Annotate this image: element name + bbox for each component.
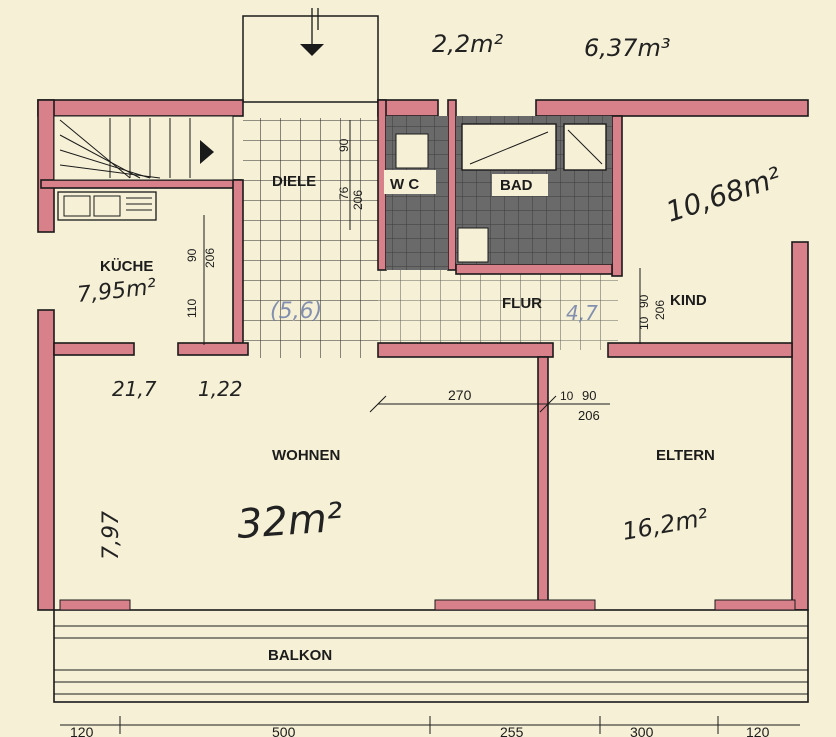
area-bad: 6,37m³: [584, 34, 670, 62]
kitchen-stair: [53, 115, 234, 181]
dim-bottom-0: 120: [70, 724, 94, 737]
dim-bottom-4: 120: [746, 724, 770, 737]
dim-kind-206: 206: [653, 300, 667, 320]
walls: [37, 99, 809, 611]
dim-wc-90: 90: [337, 138, 351, 152]
note-below-kitchen-b: 1,22: [198, 377, 243, 401]
dim-door-c: 206: [578, 408, 600, 423]
flur-floor: [378, 270, 618, 350]
balkon: [53, 599, 809, 703]
room-label-eltern: ELTERN: [656, 447, 715, 464]
area-kueche: 7,95m²: [76, 275, 158, 308]
room-label-wc: W C: [390, 176, 419, 193]
bad-sink: [457, 227, 489, 263]
dim-kitchen-206: 206: [203, 248, 217, 268]
room-label-flur: FLUR: [502, 295, 542, 312]
dim-wohnen-width: 270: [448, 387, 472, 403]
room-label-kind: KIND: [670, 292, 707, 309]
dim-wc-206: 206: [351, 190, 365, 210]
room-label-kueche: KÜCHE: [100, 258, 153, 275]
bathtub: [461, 123, 557, 171]
note-below-kitchen-a: 21,7: [112, 377, 157, 401]
area-diele-flur: (5,6): [270, 299, 322, 324]
note-flur-right: 4,7: [566, 301, 598, 325]
bad-label-bg: [492, 174, 548, 196]
dim-bottom-2: 255: [500, 724, 524, 737]
area-eltern: 16,2m²: [620, 503, 710, 546]
kitchen-counter: [57, 191, 157, 221]
dim-bottom-1: 500: [272, 724, 296, 737]
dim-kitchen-90: 90: [185, 248, 199, 262]
dim-kind-90: 90: [637, 294, 651, 308]
room-label-bad: BAD: [500, 177, 533, 194]
dim-door-b: 90: [582, 388, 596, 403]
dim-kitchen-110: 110: [185, 299, 199, 318]
dim-wc-76: 76: [337, 186, 351, 200]
wc-toilet: [395, 133, 429, 169]
area-wohnen: 32m²: [235, 495, 344, 548]
room-label-balkon: BALKON: [268, 647, 332, 664]
dim-kind-10: 10: [637, 316, 651, 330]
diele-floor: [243, 118, 378, 358]
wc-label-bg: [384, 170, 436, 194]
area-wc: 2,2m²: [432, 30, 504, 58]
dimension-lines: [60, 120, 800, 734]
dim-door-a: 10: [560, 389, 574, 403]
area-kind: 10,68m²: [662, 161, 785, 229]
note-left-side: 7,97: [99, 511, 124, 560]
entrance-stair: [242, 8, 379, 103]
room-label-wohnen: WOHNEN: [272, 447, 340, 464]
dim-bottom-3: 300: [630, 724, 654, 737]
room-label-diele: DIELE: [272, 173, 316, 190]
